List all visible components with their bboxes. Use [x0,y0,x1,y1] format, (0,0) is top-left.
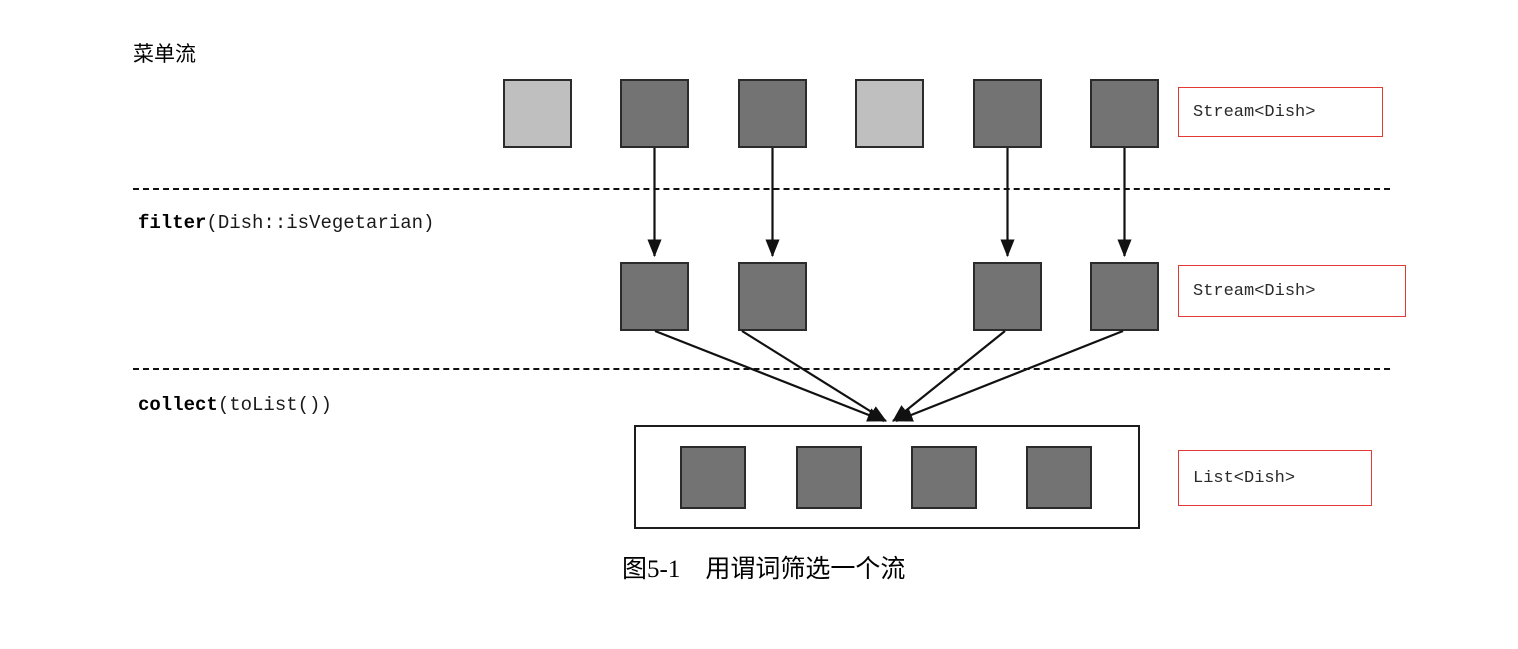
collect-arrows [654,329,1124,423]
filtered-element-3 [973,262,1042,331]
source-element-2 [620,79,689,148]
type-label-result-list: List<Dish> [1178,450,1372,506]
type-label-source-stream: Stream<Dish> [1178,87,1383,137]
figure-caption: 图5-1 用谓词筛选一个流 [622,556,906,583]
source-element-1 [503,79,572,148]
operation-args-collect: (toList()) [217,394,332,416]
filtered-element-2 [738,262,807,331]
source-element-5 [973,79,1042,148]
result-element-4 [1026,446,1092,509]
stage-divider-collect [133,368,1390,370]
operation-label-filter: filter(Dish::isVegetarian) [138,212,434,234]
operation-name-collect: collect [138,394,218,416]
result-element-2 [796,446,862,509]
source-element-4 [855,79,924,148]
source-element-3 [738,79,807,148]
operation-label-collect: collect(toList()) [138,394,332,416]
operation-name-filter: filter [138,212,207,234]
filter-arrows [647,148,1132,258]
operation-args-filter: (Dish::isVegetarian) [206,212,435,234]
stage-title-source-stream: 菜单流 [133,43,196,66]
filtered-element-1 [620,262,689,331]
filtered-element-4 [1090,262,1159,331]
stage-divider-filter [133,188,1390,190]
source-element-6 [1090,79,1159,148]
type-label-filtered-stream: Stream<Dish> [1178,265,1406,317]
result-element-3 [911,446,977,509]
result-element-1 [680,446,746,509]
